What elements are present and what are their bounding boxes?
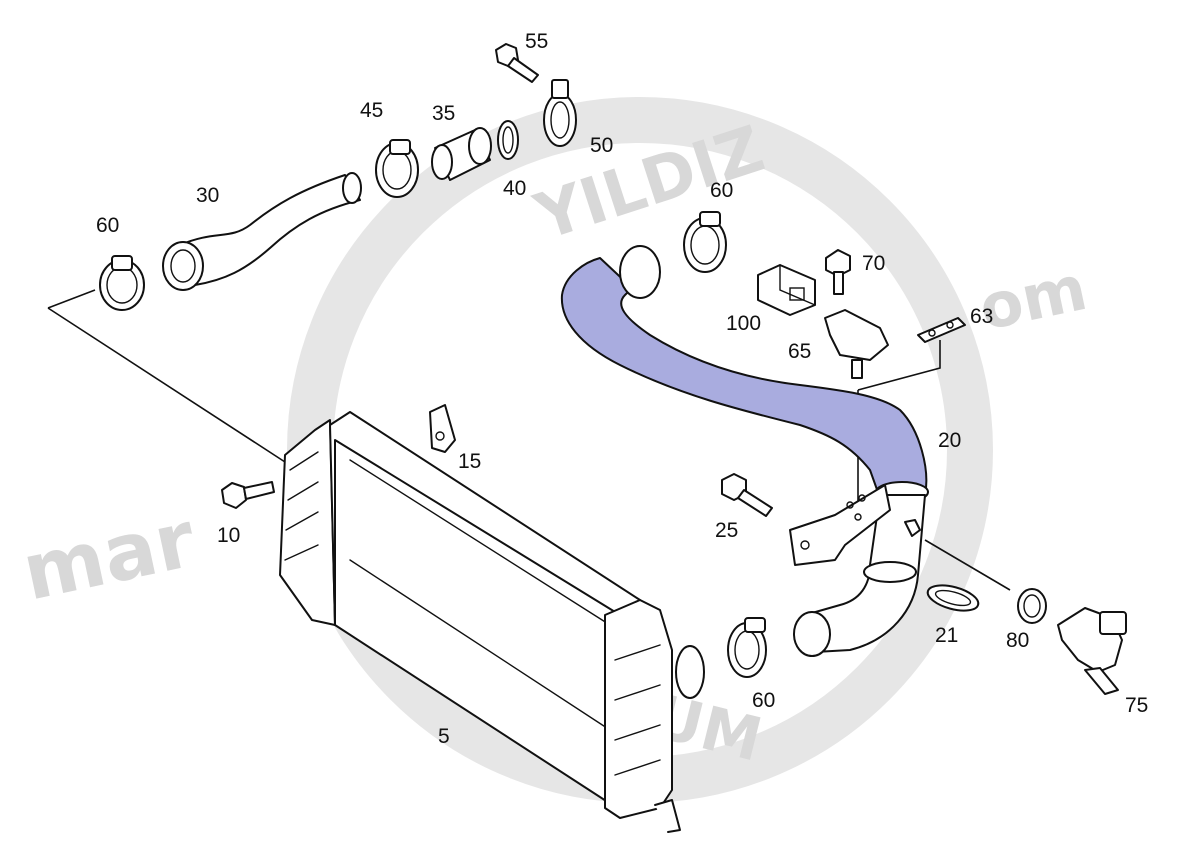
hose-30-body bbox=[179, 174, 361, 286]
bolt-part-25 bbox=[721, 473, 773, 517]
sensor-65-body bbox=[824, 309, 889, 361]
hose-clamp-part-60-top bbox=[683, 211, 727, 273]
callout-60-top: 60 bbox=[710, 179, 733, 202]
bolt-55-shank bbox=[507, 57, 539, 83]
electrical-plug-part-100 bbox=[757, 264, 816, 316]
plug-100-body bbox=[757, 264, 816, 316]
callout-80: 80 bbox=[1006, 629, 1029, 652]
bolt-part-70 bbox=[825, 249, 851, 295]
sensor-75-plug bbox=[1099, 611, 1127, 635]
bolt-70-head bbox=[825, 249, 851, 277]
pressure-sensor-part-65 bbox=[824, 309, 889, 379]
o-ring-part-40 bbox=[497, 120, 519, 160]
clamp-60-left-screw bbox=[111, 255, 133, 271]
callout-60-bottom: 60 bbox=[752, 689, 775, 712]
clamp-part-50 bbox=[543, 79, 577, 147]
bolt-part-55 bbox=[495, 43, 539, 83]
callout-100: 100 bbox=[726, 312, 761, 335]
clamp-60-bottom-screw bbox=[744, 617, 766, 633]
hose-20-highlighted bbox=[560, 257, 928, 499]
callout-15: 15 bbox=[458, 450, 481, 473]
callout-21: 21 bbox=[935, 624, 958, 647]
callout-labels: 5 10 15 20 21 25 30 35 40 45 50 55 60 60… bbox=[96, 30, 1148, 748]
callout-75: 75 bbox=[1125, 694, 1148, 717]
bolt-25-shank bbox=[737, 489, 773, 517]
callout-40: 40 bbox=[503, 177, 526, 200]
callout-25: 25 bbox=[715, 519, 738, 542]
intercooler-mount-bracket bbox=[654, 799, 681, 833]
bolt-10-head bbox=[221, 482, 247, 509]
gasket-part-21 bbox=[926, 584, 980, 612]
hose-30-end-left bbox=[162, 241, 204, 291]
charge-air-hose-part-20 bbox=[560, 245, 929, 503]
hose-clamp-part-60-bottom bbox=[727, 617, 767, 678]
callout-60-left: 60 bbox=[96, 214, 119, 237]
pipe-mounting-bracket bbox=[789, 484, 891, 566]
callout-55: 55 bbox=[525, 30, 548, 53]
lower-pipe-body bbox=[804, 494, 926, 653]
leader-line-80 bbox=[924, 539, 1011, 591]
watermark-side-right: om bbox=[973, 251, 1093, 345]
watermark-side-left: mar bbox=[15, 495, 203, 619]
lower-pipe-end bbox=[793, 611, 831, 657]
sensor-65-stem bbox=[851, 359, 863, 379]
callout-10: 10 bbox=[217, 524, 240, 547]
leader-line-63 bbox=[857, 340, 941, 391]
intercooler-outlet bbox=[675, 645, 705, 699]
callout-20: 20 bbox=[938, 429, 961, 452]
callout-35: 35 bbox=[432, 102, 455, 125]
o-ring-part-80 bbox=[1017, 588, 1047, 624]
bolt-70-shank bbox=[833, 271, 844, 295]
hose-20-inlet bbox=[619, 245, 661, 299]
intercooler-right-tank bbox=[604, 599, 673, 819]
sensor-75-tab bbox=[1084, 667, 1119, 695]
lower-pipe-collar bbox=[863, 561, 917, 583]
leader-line-cooler-left bbox=[47, 307, 286, 463]
clamp-50-tab bbox=[551, 79, 569, 99]
callout-5: 5 bbox=[438, 725, 450, 748]
callout-30: 30 bbox=[196, 184, 219, 207]
hose-clamp-part-60-left bbox=[99, 255, 145, 311]
callout-65: 65 bbox=[788, 340, 811, 363]
callout-63: 63 bbox=[970, 305, 993, 328]
connector-part-35 bbox=[431, 127, 492, 181]
clip-15 bbox=[429, 404, 456, 453]
lower-pipe-assembly bbox=[789, 484, 926, 657]
hose-clamp-part-45 bbox=[375, 139, 419, 198]
charge-hose-part-30 bbox=[162, 172, 362, 291]
sensor-part-75 bbox=[1057, 607, 1127, 695]
leader-line-60-left bbox=[47, 289, 96, 309]
intercooler-core-part-5 bbox=[279, 411, 705, 833]
callout-50: 50 bbox=[590, 134, 613, 157]
clamp-60-top-screw bbox=[699, 211, 721, 227]
leader-lines bbox=[47, 289, 1011, 591]
clip-part-15 bbox=[429, 404, 456, 453]
clamp-45-screw bbox=[389, 139, 411, 155]
bolt-10-shank bbox=[243, 481, 275, 500]
bolt-part-10 bbox=[221, 481, 275, 509]
callout-45: 45 bbox=[360, 99, 383, 122]
callout-70: 70 bbox=[862, 252, 885, 275]
pipe-sensor-port bbox=[904, 519, 921, 537]
hose-30-end-right bbox=[342, 172, 362, 204]
bracket-part-63 bbox=[917, 317, 966, 343]
